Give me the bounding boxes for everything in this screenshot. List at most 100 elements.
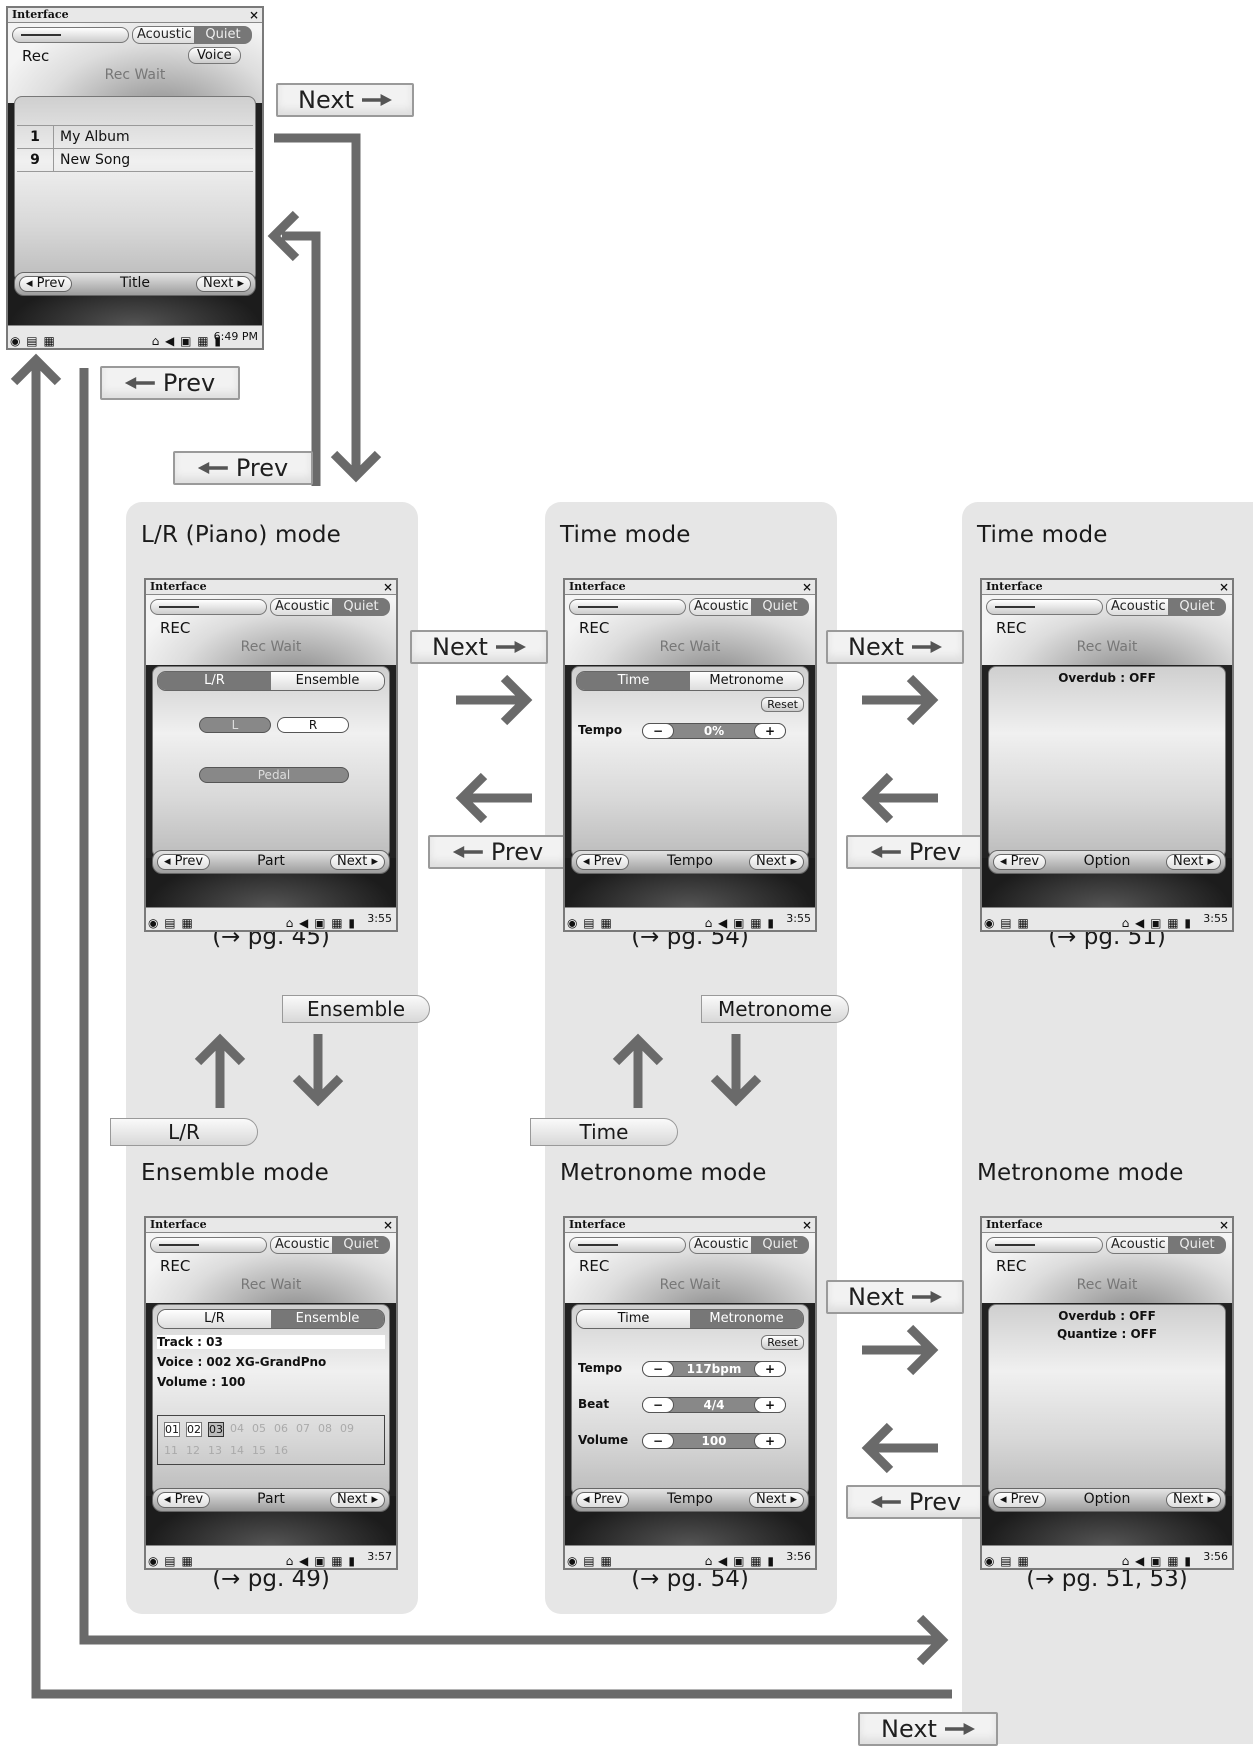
next-button[interactable]: Next ▸ (196, 276, 251, 292)
track-cell[interactable]: 03 (208, 1422, 224, 1437)
quiet-toggle[interactable]: Quiet (194, 26, 252, 44)
next-button[interactable]: Next ▸ (1166, 1492, 1221, 1508)
acoustic-toggle[interactable]: Acoustic (689, 598, 754, 616)
acoustic-toggle[interactable]: Acoustic (1106, 1236, 1171, 1254)
tab-left[interactable]: L/R (158, 1310, 271, 1328)
close-icon[interactable]: × (1218, 1218, 1229, 1232)
voice-button[interactable]: Voice (188, 47, 241, 64)
tab-right[interactable]: Metronome (690, 1310, 803, 1328)
next-button-lr-time[interactable]: Next (410, 630, 548, 664)
left-hand-button[interactable]: L (199, 717, 271, 733)
track-cell[interactable]: 16 (274, 1444, 288, 1457)
increment-button[interactable]: + (754, 723, 786, 739)
tab-right[interactable]: Ensemble (271, 672, 384, 690)
next-button-top[interactable]: Next (276, 83, 414, 117)
prev-button[interactable]: ◂ Prev (157, 1492, 211, 1508)
volume-slider[interactable] (569, 599, 686, 615)
track-cell[interactable]: 09 (340, 1422, 354, 1435)
decrement-button[interactable]: − (642, 1361, 674, 1377)
track-cell[interactable]: 01 (164, 1422, 180, 1437)
volume-slider[interactable] (986, 1237, 1103, 1253)
right-hand-button[interactable]: R (277, 717, 349, 733)
next-button-bottom[interactable]: Next (858, 1712, 998, 1746)
tab-left[interactable]: Time (577, 672, 690, 690)
quiet-toggle[interactable]: Quiet (1168, 1236, 1226, 1254)
next-button[interactable]: Next ▸ (1166, 854, 1221, 870)
pedal-button[interactable]: Pedal (199, 767, 349, 783)
status-bar: ◉ ▤ ▦ ⌂ ◀ ▣ ▦ ▮ 3:56 (565, 1545, 815, 1568)
prev-button[interactable]: ◂ Prev (993, 1492, 1047, 1508)
next-button[interactable]: Next ▸ (330, 854, 385, 870)
quiet-toggle[interactable]: Quiet (332, 598, 390, 616)
prev-button[interactable]: ◂ Prev (19, 276, 73, 292)
volume-value: 100 (701, 1434, 727, 1448)
increment-button[interactable]: + (754, 1397, 786, 1413)
prev-button[interactable]: ◂ Prev (993, 854, 1047, 870)
decrement-button[interactable]: − (642, 723, 674, 739)
metronome-mode-button[interactable]: Metronome (701, 995, 849, 1023)
close-icon[interactable]: × (801, 1218, 812, 1232)
increment-button[interactable]: + (754, 1433, 786, 1449)
prev-button[interactable]: ◂ Prev (157, 854, 211, 870)
rec-wait-status: Rec Wait (659, 1277, 721, 1293)
next-button-met-opt[interactable]: Next (826, 1280, 964, 1314)
arrow-lr-prev-up (282, 231, 321, 486)
next-button[interactable]: Next ▸ (749, 1492, 804, 1508)
quiet-toggle[interactable]: Quiet (751, 598, 809, 616)
close-icon[interactable]: × (382, 580, 393, 594)
quiet-toggle[interactable]: Quiet (1168, 598, 1226, 616)
close-icon[interactable]: × (248, 8, 259, 22)
track-cell[interactable]: 05 (252, 1422, 266, 1435)
ensemble-mode-button[interactable]: Ensemble (282, 995, 430, 1023)
track-cell[interactable]: 13 (208, 1444, 222, 1457)
acoustic-toggle[interactable]: Acoustic (1106, 598, 1171, 616)
volume-slider[interactable] (569, 1237, 686, 1253)
acoustic-toggle[interactable]: Acoustic (270, 598, 335, 616)
track-cell[interactable]: 07 (296, 1422, 310, 1435)
prev-button-opt-time[interactable]: Prev (846, 835, 986, 869)
acoustic-toggle[interactable]: Acoustic (270, 1236, 335, 1254)
volume-slider[interactable] (12, 27, 129, 43)
tab-right[interactable]: Ensemble (271, 1310, 384, 1328)
prev-button-top[interactable]: Prev (100, 366, 240, 400)
increment-button[interactable]: + (754, 1361, 786, 1377)
quiet-toggle[interactable]: Quiet (751, 1236, 809, 1254)
prev-button-time-lr[interactable]: Prev (428, 835, 568, 869)
next-button[interactable]: Next ▸ (330, 1492, 385, 1508)
prev-button[interactable]: ◂ Prev (576, 1492, 630, 1508)
decrement-button[interactable]: − (642, 1397, 674, 1413)
close-icon[interactable]: × (801, 580, 812, 594)
quiet-toggle[interactable]: Quiet (332, 1236, 390, 1254)
track-cell[interactable]: 06 (274, 1422, 288, 1435)
prev-button[interactable]: ◂ Prev (576, 854, 630, 870)
track-cell[interactable]: 14 (230, 1444, 244, 1457)
decrement-button[interactable]: − (642, 1433, 674, 1449)
lr-mode-button[interactable]: L/R (110, 1118, 258, 1146)
track-cell[interactable]: 04 (230, 1422, 244, 1435)
track-cell[interactable]: 15 (252, 1444, 266, 1457)
track-cell[interactable]: 12 (186, 1444, 200, 1457)
volume-slider[interactable] (150, 1237, 267, 1253)
track-cell[interactable]: 11 (164, 1444, 178, 1457)
acoustic-toggle[interactable]: Acoustic (689, 1236, 754, 1254)
prev-button-lr[interactable]: Prev (173, 451, 313, 485)
track-cell[interactable]: 02 (186, 1422, 202, 1437)
reset-button[interactable]: Reset (761, 1335, 804, 1350)
close-icon[interactable]: × (1218, 580, 1229, 594)
track-cell[interactable]: 08 (318, 1422, 332, 1435)
close-icon[interactable]: × (382, 1218, 393, 1232)
app-icons: ◉ ▤ ▦ (148, 916, 194, 930)
tab-right[interactable]: Metronome (690, 672, 803, 690)
volume-slider[interactable] (150, 599, 267, 615)
tab-left[interactable]: L/R (158, 672, 271, 690)
next-button-time-opt[interactable]: Next (826, 630, 964, 664)
time-mode-button[interactable]: Time (530, 1118, 678, 1146)
reset-button[interactable]: Reset (761, 697, 804, 712)
volume-slider[interactable] (986, 599, 1103, 615)
tab-left[interactable]: Time (577, 1310, 690, 1328)
prev-button-opt-met[interactable]: Prev (846, 1485, 986, 1519)
next-button[interactable]: Next ▸ (749, 854, 804, 870)
acoustic-toggle[interactable]: Acoustic (132, 26, 197, 44)
